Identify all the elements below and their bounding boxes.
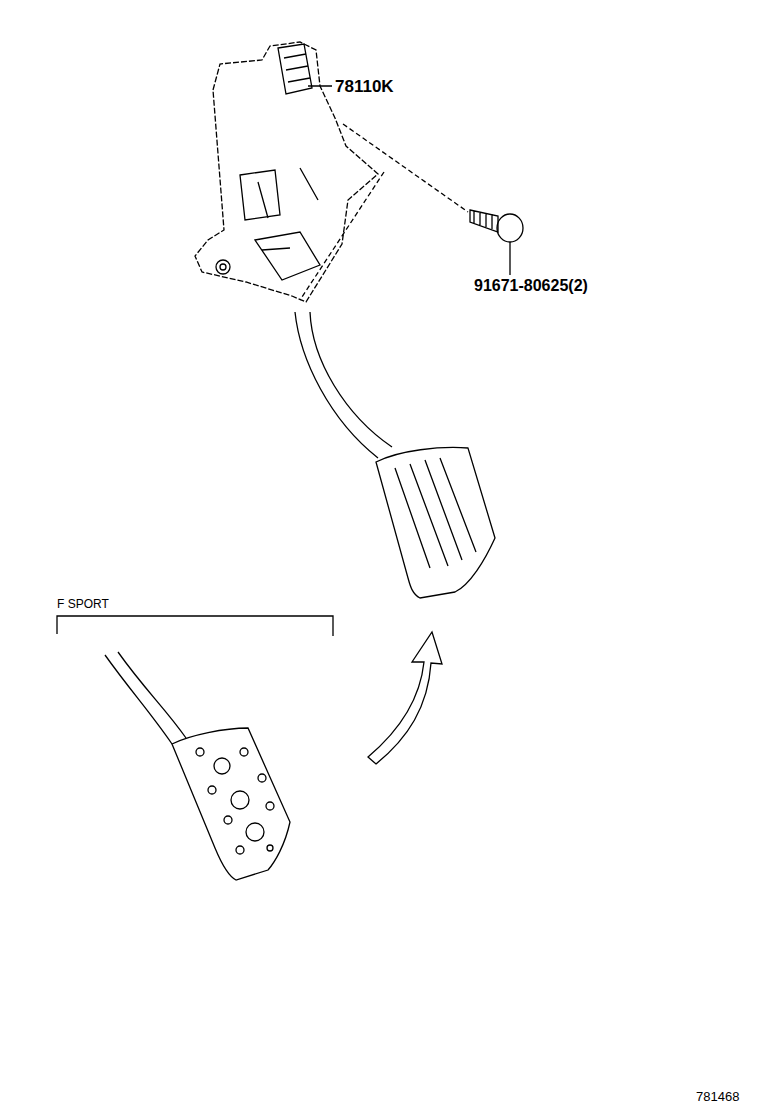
housing-detail <box>240 168 320 280</box>
diagram-number: 781468 <box>696 1090 739 1103</box>
pivot-hole <box>216 260 230 274</box>
pad-ridge <box>395 458 476 568</box>
leader-line <box>300 124 468 300</box>
bracket <box>57 616 333 636</box>
pedal-pad <box>172 728 290 880</box>
pedal-arm <box>105 652 186 744</box>
pivot-hole <box>220 264 226 270</box>
connector-detail <box>284 54 310 82</box>
bolt-head <box>497 214 523 242</box>
part-number: 78110K <box>335 78 394 95</box>
pedal-arm <box>295 312 392 458</box>
pedal-pad <box>376 448 495 598</box>
pad-holes <box>196 748 274 854</box>
arrow <box>368 632 442 764</box>
leader-line <box>308 86 510 275</box>
connector <box>278 44 312 94</box>
variant-label: F SPORT <box>57 598 109 610</box>
bolt <box>470 210 498 232</box>
part-number: 91671-80625(2) <box>474 278 588 294</box>
